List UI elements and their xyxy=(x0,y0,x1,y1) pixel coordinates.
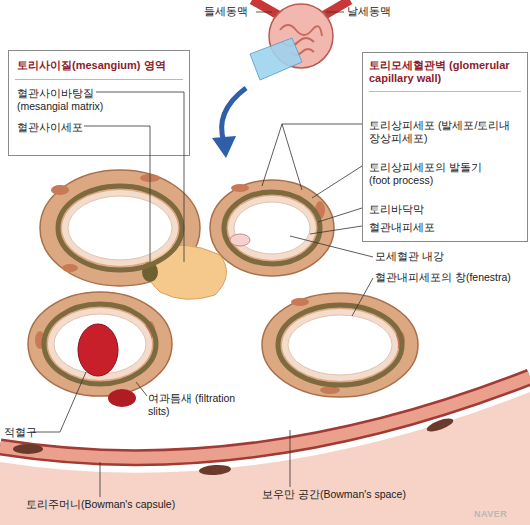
leader-line xyxy=(290,430,291,487)
leader-lines xyxy=(30,12,373,497)
part-label: 여과틈새 (filtration slits) xyxy=(148,392,240,418)
basement-membranes xyxy=(44,186,402,385)
basement-membrane xyxy=(58,186,182,270)
capillary-outer xyxy=(262,293,418,397)
box-heading: 토리모세혈관벽 (glomerular capillary wall) xyxy=(369,59,525,85)
part-label: 들세동맥 xyxy=(204,5,248,18)
part-label: 모세혈관 내강 xyxy=(375,250,444,263)
part-label: 토리주머니(Bowman's capsule) xyxy=(26,498,175,511)
red-blood-cell xyxy=(108,389,136,407)
nucleus xyxy=(51,185,69,195)
box-heading: 토리사이질(mesangium) 영역 xyxy=(17,59,189,72)
leader-line xyxy=(256,12,272,13)
nucleus xyxy=(231,184,249,192)
zoom-arrow xyxy=(222,88,246,142)
part-label: 적혈구 xyxy=(4,426,37,439)
nucleus xyxy=(140,174,160,182)
part-label: 혈관사이바탕질 (mesangial matrix) xyxy=(17,87,122,113)
endothelial-nucleus xyxy=(230,234,250,246)
leader-line xyxy=(262,124,362,190)
leader-line xyxy=(326,12,344,13)
heading-divider xyxy=(15,79,183,80)
basement-membrane xyxy=(44,304,156,384)
leader-line xyxy=(352,278,373,316)
leader-line xyxy=(100,462,101,497)
capillary-outer xyxy=(210,180,334,276)
capillary-outer xyxy=(28,292,172,396)
basement-membrane xyxy=(224,192,320,264)
endothelium xyxy=(62,190,178,266)
capsule-nucleus xyxy=(199,464,232,476)
nucleus xyxy=(62,264,78,272)
leader-line xyxy=(310,226,362,234)
heading-divider xyxy=(369,91,521,92)
zoom-arrowhead xyxy=(212,136,236,158)
capsule-nucleus xyxy=(425,416,454,434)
leader-line xyxy=(136,382,147,396)
red-blood-cell xyxy=(78,324,118,376)
endothelium xyxy=(228,196,316,260)
endothelium xyxy=(282,309,398,381)
endothelium xyxy=(48,308,152,380)
podocyte-nuclei xyxy=(35,174,405,394)
callout-box: 토리사이질(mesangium) 영역혈관사이바탕질 (mesangial ma… xyxy=(8,50,190,156)
capillary-lumen xyxy=(288,315,392,375)
callout-box: 토리모세혈관벽 (glomerular capillary wall) 토리상피세… xyxy=(362,52,528,242)
watermark: NAVER xyxy=(474,508,507,521)
leader-line xyxy=(30,372,86,432)
part-label: 혈관내피세포의 창(fenestra) xyxy=(375,271,511,284)
leader-line xyxy=(318,208,362,222)
leader-line xyxy=(96,92,184,262)
capsule-nucleus xyxy=(13,444,43,454)
part-label: 토리바닥막 xyxy=(369,203,509,216)
part-label: 혈관사이세포 xyxy=(17,121,137,134)
leader-line xyxy=(84,126,150,262)
nucleus xyxy=(291,298,309,306)
capillary-lumen xyxy=(68,196,172,260)
capillary-lumen xyxy=(234,202,310,254)
basement-membrane xyxy=(278,305,402,385)
leader-line xyxy=(290,236,373,257)
part-label: 혈관내피세포 xyxy=(369,221,509,234)
part-label: 토리상피세포 (발세포/토리내장상피세포) xyxy=(369,119,514,145)
leader-line xyxy=(312,166,362,198)
part-label: 토리상피세포의 발돌기 (foot process) xyxy=(369,161,494,187)
part-label: 보우만 공간(Bowman's space) xyxy=(262,488,406,501)
part-label: 날세동맥 xyxy=(347,5,391,18)
section-plane xyxy=(250,38,302,80)
